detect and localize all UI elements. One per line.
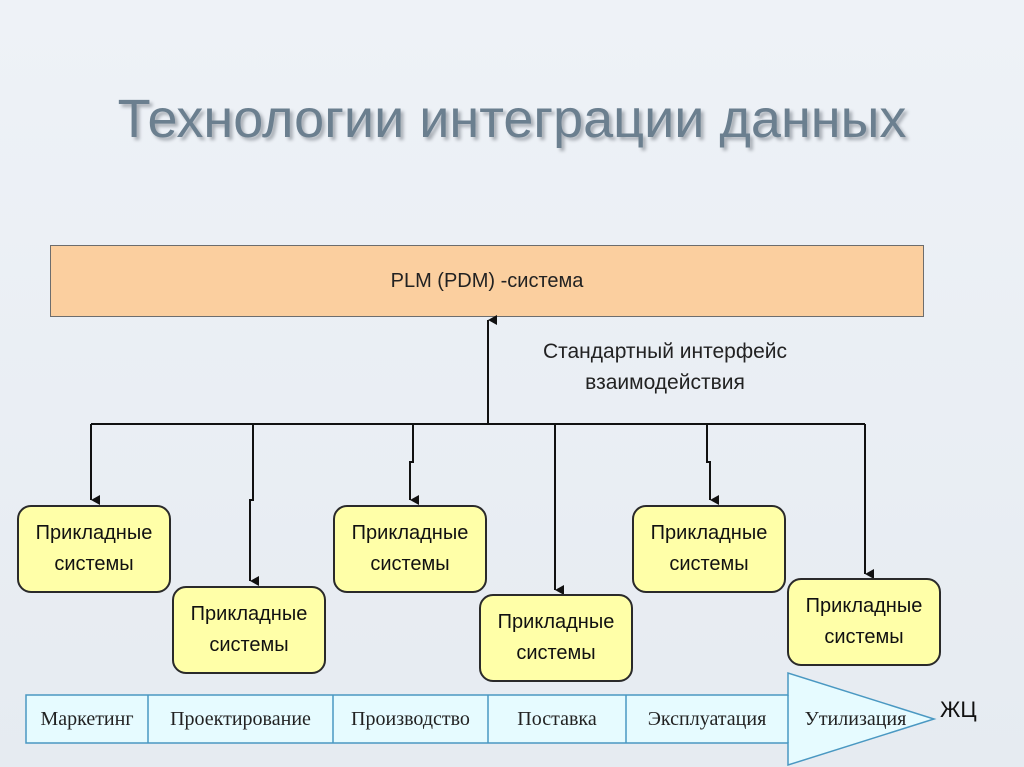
lifecycle-label: ЖЦ bbox=[940, 697, 977, 722]
lifecycle-stage-disposal: Утилизация bbox=[804, 707, 907, 730]
app-system-line1: Прикладные bbox=[650, 522, 768, 544]
app-system-line2: системы bbox=[370, 553, 450, 575]
lifecycle-stage-operation: Эксплуатация bbox=[647, 707, 767, 730]
interface-label-line1: Стандартный интерфейс bbox=[542, 340, 788, 363]
app-system-box-4: Прикладные системы bbox=[479, 594, 633, 682]
app-system-line2: системы bbox=[824, 626, 904, 648]
app-system-line1: Прикладные bbox=[190, 603, 308, 625]
lifecycle-stage-production: Производство bbox=[351, 707, 470, 730]
lifecycle-arrow bbox=[25, 671, 937, 767]
app-system-box-1: Прикладные системы bbox=[17, 505, 171, 593]
interface-label-line2: взаимодействия bbox=[585, 371, 745, 394]
drop-arrow-3 bbox=[409, 424, 419, 505]
app-system-line2: системы bbox=[669, 553, 749, 575]
plm-system-label: PLM (PDM) -система bbox=[390, 269, 584, 292]
app-system-box-2: Прикладные системы bbox=[172, 586, 326, 674]
plm-system-box: PLM (PDM) -система bbox=[50, 245, 924, 317]
app-system-line2: системы bbox=[54, 553, 134, 575]
interface-label: Стандартный интерфейс взаимодействия bbox=[500, 336, 830, 398]
app-system-line1: Прикладные bbox=[351, 522, 469, 544]
drop-arrow-5 bbox=[706, 424, 719, 505]
lifecycle-stage-design: Проектирование bbox=[170, 707, 311, 730]
app-system-line1: Прикладные bbox=[497, 611, 615, 633]
page-title: Технологии интеграции данных bbox=[117, 89, 907, 149]
app-system-box-3: Прикладные системы bbox=[333, 505, 487, 593]
drop-arrow-2 bbox=[249, 424, 259, 586]
lifecycle-stage-marketing: Маркетинг bbox=[40, 707, 134, 730]
app-system-line2: системы bbox=[209, 634, 289, 656]
app-system-box-5: Прикладные системы bbox=[632, 505, 786, 593]
app-system-line1: Прикладные bbox=[805, 595, 923, 617]
lifecycle-stage-delivery: Поставка bbox=[517, 707, 597, 730]
app-system-box-6: Прикладные системы bbox=[787, 578, 941, 666]
app-system-line2: системы bbox=[516, 642, 596, 664]
app-system-line1: Прикладные bbox=[35, 522, 153, 544]
